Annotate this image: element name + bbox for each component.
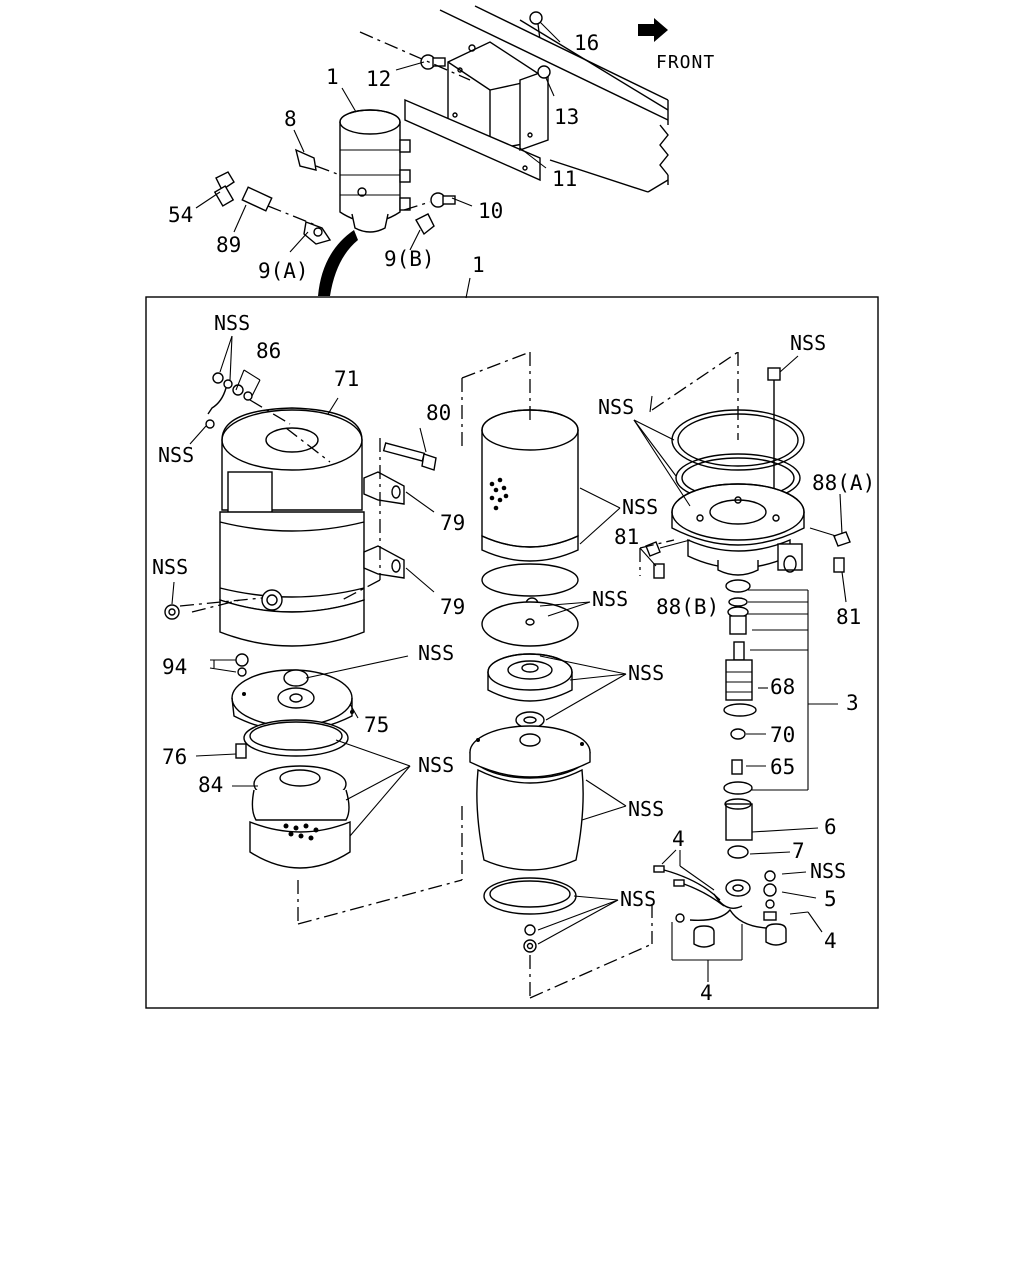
label-81-right: 81 — [836, 605, 861, 629]
air-dryer-small — [339, 109, 411, 233]
front-label: FRONT — [656, 52, 715, 73]
valve-stack-3 — [713, 579, 838, 909]
label-71: 71 — [334, 367, 359, 391]
label-nss-12: NSS — [790, 331, 826, 355]
label-11: 11 — [552, 167, 577, 191]
frame-rail — [439, 5, 669, 193]
label-9a: 9(A) — [258, 259, 309, 283]
label-4-top: 4 — [672, 827, 685, 851]
left-leaders — [171, 335, 435, 837]
label-4-bottom: 4 — [700, 981, 713, 1005]
explode-lines — [191, 351, 739, 999]
label-80: 80 — [426, 401, 451, 425]
fittings-left — [213, 148, 435, 245]
label-nss-3: NSS — [152, 555, 188, 579]
label-3: 3 — [846, 691, 859, 715]
middle-leaders — [537, 487, 627, 945]
label-13: 13 — [554, 105, 579, 129]
cartridge-80 — [481, 409, 579, 562]
label-65: 65 — [770, 755, 795, 779]
label-nss-8: NSS — [628, 661, 664, 685]
label-88a: 88(A) — [812, 471, 875, 495]
housing-71 — [219, 407, 405, 647]
label-84: 84 — [198, 773, 223, 797]
label-nss-5: NSS — [418, 753, 454, 777]
label-79-lower: 79 — [440, 595, 465, 619]
label-nss-11: NSS — [598, 395, 634, 419]
label-89: 89 — [216, 233, 241, 257]
label-1-top: 1 — [326, 65, 339, 89]
label-79-upper: 79 — [440, 511, 465, 535]
label-81-left: 81 — [614, 525, 639, 549]
label-86: 86 — [256, 339, 281, 363]
label-7: 7 — [792, 839, 805, 863]
label-12: 12 — [366, 67, 391, 91]
detail-box — [145, 296, 879, 1009]
label-94: 94 — [162, 655, 187, 679]
label-6: 6 — [824, 815, 837, 839]
detail-arrow — [318, 230, 358, 296]
label-8: 8 — [284, 107, 297, 131]
front-arrow: FRONT — [638, 18, 715, 73]
label-nss-4: NSS — [418, 641, 454, 665]
cover-assembly — [645, 367, 851, 579]
label-nss-2: NSS — [158, 443, 194, 467]
label-4-right: 4 — [824, 929, 837, 953]
label-88b: 88(B) — [656, 595, 719, 619]
label-68: 68 — [770, 675, 795, 699]
bolts-top — [359, 11, 551, 211]
label-10: 10 — [478, 199, 503, 223]
label-16: 16 — [574, 31, 599, 55]
label-nss-10: NSS — [620, 887, 656, 911]
label-nss-1: NSS — [214, 311, 250, 335]
label-76: 76 — [162, 745, 187, 769]
label-54: 54 — [168, 203, 193, 227]
middle-stack — [469, 563, 591, 953]
solenoid-parts-4 — [653, 849, 823, 982]
label-nss-9: NSS — [628, 797, 664, 821]
label-9b: 9(B) — [384, 247, 435, 271]
right-leaders — [633, 355, 847, 603]
mounting-bracket — [404, 41, 549, 182]
label-5: 5 — [824, 887, 837, 911]
top-leaders — [195, 21, 561, 299]
label-70: 70 — [770, 723, 795, 747]
label-75: 75 — [364, 713, 389, 737]
bolt-80 — [382, 442, 437, 471]
label-nss-13: NSS — [810, 859, 846, 883]
lower-left-parts — [231, 653, 354, 869]
label-nss-6: NSS — [622, 495, 658, 519]
label-nss-7: NSS — [592, 587, 628, 611]
label-1-box: 1 — [472, 253, 485, 277]
